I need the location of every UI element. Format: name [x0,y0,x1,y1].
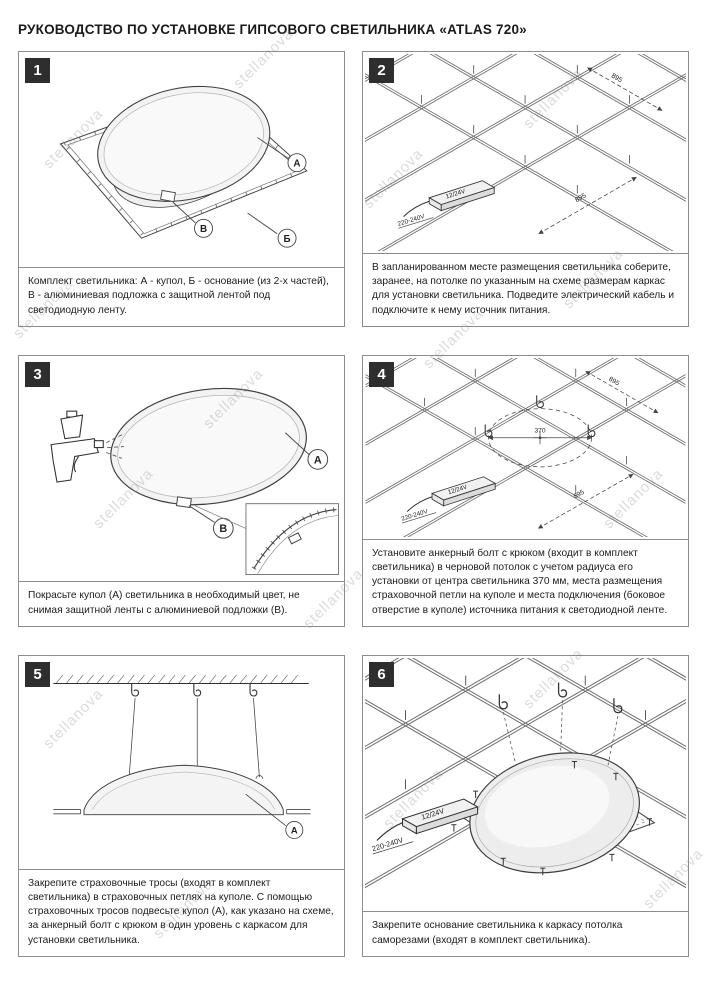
callout-leader [245,793,287,827]
steps-grid: 1 [18,51,689,957]
callout-v-label: В [219,523,227,535]
dimension-line-895-top [587,67,663,111]
step-number-badge: 5 [25,662,50,687]
step-6-drawing: 12/24V 220-240V [363,656,688,911]
step-2-drawing: 895 895 12/24V 220-240V [363,52,688,253]
anchor-hook-icon [557,681,568,698]
step-4-drawing: 370 895 895 12/24V [363,356,688,539]
power-cable [376,822,403,841]
power-cable [403,200,430,217]
led-backing-tab [160,189,176,203]
step-number-badge: 2 [369,58,394,83]
step-3-drawing: А В [19,356,344,581]
anchor-hook-icon [131,682,140,697]
suspension-ticks [405,675,646,790]
step-5-drawing: А [19,656,344,869]
dimension-895-bottom-label: 895 [574,192,588,204]
dimension-line-895-top [585,370,659,414]
mains-label-group: 220-240V [397,213,434,229]
carcass-side-profiles [53,809,311,815]
tape-clip [287,532,302,545]
step-caption: Установите анкерный болт с крюком (входи… [363,538,688,626]
callout-leaders [188,432,329,539]
step-number-badge: 6 [369,662,394,687]
ceiling-grid [365,54,686,251]
dome-inner-line [92,771,275,810]
step-caption: Комплект светильника: А - купол, Б - осн… [19,267,344,326]
safety-cables [128,697,260,778]
callout-a [287,153,307,173]
spray-gun-drawing [50,410,104,483]
anchor-hook-icon [484,423,493,438]
power-supply-drawing [406,476,497,513]
step-number-badge: 3 [25,362,50,387]
dome-side-view [83,764,284,816]
power-cable [406,496,433,513]
callout-v-label: В [200,224,207,235]
step-caption: Покрасьте купол (А) светильника в необхо… [19,581,344,626]
dimension-895-top-label: 895 [607,376,620,388]
step-1-drawing: А В Б [19,52,344,267]
dimension-370-label: 370 [535,428,546,435]
callout-a-label: А [291,825,298,835]
step-number-badge: 4 [369,362,394,387]
step-number-badge: 1 [25,58,50,83]
callout-a [307,449,329,470]
step-panel-5: 5 А Закрепите страхо [18,655,345,957]
step-caption: В запланированном месте размещения свети… [363,252,688,326]
callout-b [277,228,297,248]
step-caption: Закрепите страховочные тросы (входят в к… [19,868,344,956]
callout-a-label: А [293,158,300,169]
spray-lines [106,434,124,459]
suspension-ticks [421,65,630,194]
mains-label: 220-240V [401,508,430,523]
callout-a-label: А [314,454,322,466]
step-panel-6: 6 [362,655,689,957]
power-supply-drawing [376,798,479,841]
ceiling-hatch [55,674,298,684]
dimension-895-top-label: 895 [610,72,624,84]
step-panel-3: 3 [18,355,345,627]
safety-cable-lines [502,700,619,766]
edge-detail-inset [245,503,339,576]
mains-label-group: 220-240V [401,508,437,524]
callout-v [194,218,213,238]
step-panel-1: 1 [18,51,345,327]
callout-leaders [172,137,307,248]
anchor-hook-icon [498,693,508,710]
anchor-hook-icon [193,682,202,697]
mains-label: 220-240V [371,835,404,853]
dimension-line-895-bottom [538,176,637,235]
anchor-hook-icon [249,682,258,697]
callout-a [285,821,304,839]
suspension-ticks [424,368,627,494]
step-caption: Закрепите основание светильника к каркас… [363,911,688,956]
page-title: РУКОВОДСТВО ПО УСТАНОВКЕ ГИПСОВОГО СВЕТИ… [18,22,527,37]
callout-b-label: Б [284,234,291,245]
ceiling-grid [365,358,686,537]
dimension-895-bottom-label: 895 [573,489,586,501]
lamp-dome-drawing [110,387,307,509]
dimension-line-895-bottom [537,473,634,529]
power-supply-drawing [403,180,496,217]
lamp-dome-drawing [469,752,640,874]
led-backing-tab [175,496,192,509]
step-panel-4: 4 370 [362,355,689,627]
lamp-dome-drawing [97,85,271,203]
mains-label-group: 220-240V [371,835,414,855]
step-panel-2: 2 895 895 [362,51,689,327]
